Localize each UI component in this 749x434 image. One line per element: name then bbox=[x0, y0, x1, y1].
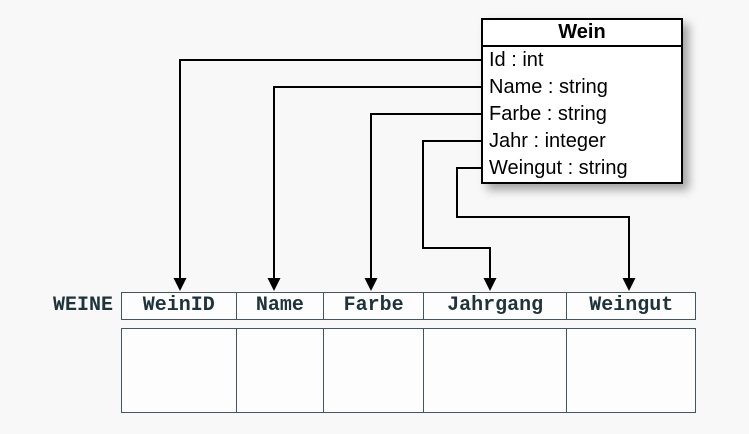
body-cell-weingut bbox=[567, 329, 695, 412]
mapping-arrow-line-jahr bbox=[422, 140, 491, 280]
mapping-arrow-line-name bbox=[273, 86, 481, 280]
body-cell-weinid bbox=[122, 329, 237, 412]
column-header-weinid: WeinID bbox=[122, 293, 237, 319]
body-cell-jahrgang bbox=[424, 329, 568, 412]
column-header-weingut: Weingut bbox=[589, 294, 674, 317]
table-name-label: WEINE bbox=[52, 294, 113, 317]
mapping-arrow-line-id bbox=[179, 59, 481, 280]
arrowhead-icon-jahr bbox=[483, 278, 497, 291]
arrowhead-icon-farbe bbox=[364, 278, 378, 291]
class-attribute-weingut: Weingut : string bbox=[489, 157, 628, 179]
arrowhead-icon-id bbox=[173, 278, 187, 291]
arrowhead-icon-name bbox=[267, 278, 281, 291]
class-attribute-id: Id : int bbox=[489, 49, 544, 71]
class-title: Wein bbox=[483, 20, 681, 47]
body-cell-name bbox=[237, 329, 325, 412]
table-body-row bbox=[121, 328, 696, 413]
column-header-name: Name bbox=[237, 293, 325, 319]
class-attribute-name: Name : string bbox=[489, 76, 608, 98]
mapping-arrow-line-weingut bbox=[456, 167, 630, 280]
class-attribute-farbe: Farbe : string bbox=[489, 103, 607, 125]
column-header-jahrgang: Jahrgang bbox=[424, 293, 568, 319]
column-header-farbe: Farbe bbox=[324, 293, 424, 319]
class-attribute-jahr: Jahr : integer bbox=[489, 130, 606, 152]
mapping-arrow-line-farbe bbox=[370, 113, 481, 280]
arrowhead-icon-weingut bbox=[622, 278, 636, 291]
body-cell-farbe bbox=[324, 329, 424, 412]
